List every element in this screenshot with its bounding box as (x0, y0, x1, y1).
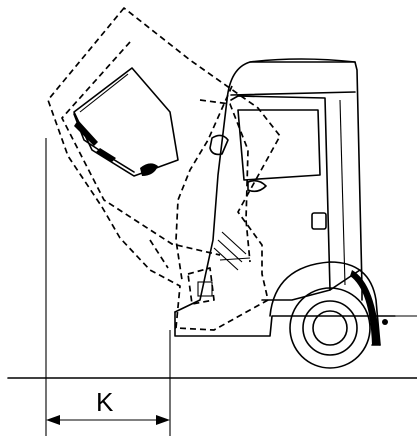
tilted-cab-outline-icon (47, 7, 281, 331)
mirror-icon (140, 134, 229, 176)
dimension-arrow (46, 415, 170, 425)
truck-cab-icon (174, 58, 417, 346)
wheel-icon (289, 287, 388, 369)
tilted-cab-grille (197, 231, 247, 297)
tilted-windscreen (73, 67, 179, 177)
dimension-label-k: K (96, 387, 114, 417)
